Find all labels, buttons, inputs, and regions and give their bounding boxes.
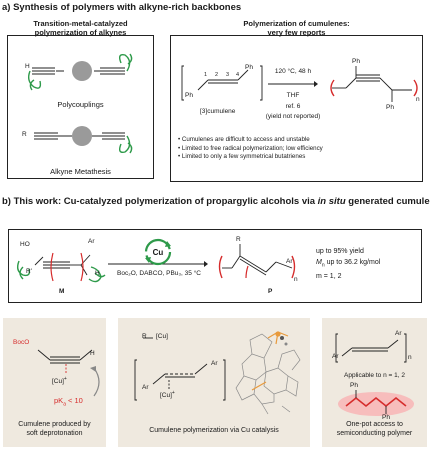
cumulene-box-title-1: Polymerization of cumulenes: xyxy=(243,19,350,28)
panel3-subscript-n: n xyxy=(408,354,412,361)
section-b-title: b) This work: Cu-catalyzed polymerizatio… xyxy=(2,196,430,207)
ph-right: Ph xyxy=(245,64,253,71)
this-work-box xyxy=(8,229,422,303)
cond-ref: ref. 6 xyxy=(285,103,301,110)
product-r: R xyxy=(236,236,241,243)
panel3-caption-2: semiconducting polymer xyxy=(336,430,413,437)
ph-left: Ph xyxy=(185,92,193,99)
panel1-caption-1: Cumulene produced by xyxy=(18,421,91,428)
cumulene-polymer-structure xyxy=(330,66,418,102)
monomer-ho: HO xyxy=(20,241,30,248)
limitation-2: • Limited to free radical polymerization… xyxy=(178,144,323,152)
polymer-ph-bottom: Ph xyxy=(386,104,394,111)
panel-soft-deprotonation xyxy=(3,318,106,447)
limitations-list: • Cumulenes are difficult to access and … xyxy=(178,136,323,162)
panel3-ar-left: Ar xyxy=(332,353,339,360)
locant-1: 1 xyxy=(204,72,208,78)
boco-label: BocO xyxy=(13,339,30,346)
conditions-b: Boc₂O, DABCO, PBu₃, 35 °C xyxy=(117,270,201,277)
cond-temp: 120 °C, 48 h xyxy=(274,68,312,75)
polymer-subscript-n: n xyxy=(416,96,420,103)
alkyne-metathesis-label: Alkyne Metathesis xyxy=(50,167,111,176)
panel1-cu: [Cu]+ xyxy=(52,376,67,386)
deprotonation-structure xyxy=(37,349,100,397)
panel3-caption-1: One-pot access to xyxy=(346,421,403,428)
locant-2: 2 xyxy=(215,72,219,78)
tm-box-title-2: polymerization of alkynes xyxy=(34,28,127,37)
results-summary: up to 95% yield Mn up to 36.2 kg/mol m =… xyxy=(316,246,380,282)
tm-box-title-1: Transition-metal-catalyzed xyxy=(7,19,154,28)
panel3-ph-bottom: Ph xyxy=(382,414,390,421)
cumulene-box xyxy=(170,35,423,182)
product-subscript-n: n xyxy=(294,276,298,283)
limitation-1: • Cumulenes are difficult to access and … xyxy=(178,136,310,143)
panel2-caption: Cumulene polymerization via Cu catalysis xyxy=(149,427,279,434)
panel2-cu-bottom: [Cu]+ xyxy=(160,390,175,400)
cu-catalyst-label: Cu xyxy=(152,248,164,257)
panel2-cu-top: [Cu] xyxy=(156,333,168,340)
panel1-caption-2: soft deprotonation xyxy=(26,430,83,437)
pka-value: pKa < 10 xyxy=(54,396,83,408)
product-ar: Ar xyxy=(286,258,293,265)
semiconducting-polymer-structure xyxy=(338,390,414,416)
polymer-ph-top: Ph xyxy=(352,58,360,65)
section-a-title: a) Synthesis of polymers with alkyne-ric… xyxy=(2,2,242,13)
panel1-h: H xyxy=(90,350,95,357)
monomer-h: H xyxy=(95,270,100,277)
applicable-label: Applicable to n = 1, 2 xyxy=(344,372,405,379)
panel2-ar-left: Ar xyxy=(142,384,149,391)
panel-applicability xyxy=(322,318,427,447)
monomer-r-prime: R' xyxy=(26,268,32,275)
result-m-values: m = 1, 2 xyxy=(316,273,342,281)
result-yield: up to 95% yield xyxy=(316,248,364,255)
propargyl-monomer-structure xyxy=(16,252,106,283)
polycoupling-structure xyxy=(27,53,133,91)
product-label-p: P xyxy=(268,288,273,295)
monomer-ar: Ar xyxy=(88,238,95,245)
locant-3: 3 xyxy=(226,72,230,78)
panel2-r: R xyxy=(142,333,147,340)
panel3-ph-top: Ph xyxy=(350,382,358,389)
crystal-structure-image xyxy=(235,331,301,415)
result-mn: Mn up to 36.2 kg/mol xyxy=(316,259,381,269)
cond-solvent: THF xyxy=(286,92,300,99)
cumulene-box-title-2: very few reports xyxy=(267,28,326,37)
panel-cu-catalysis xyxy=(118,318,310,447)
tm-catalyzed-box xyxy=(7,35,154,179)
metathesis-structure xyxy=(34,126,133,154)
panel2-ar-right: Ar xyxy=(211,360,218,367)
product-polymer-structure xyxy=(218,244,296,279)
limitation-3: • Limited to only a few symmetrical buta… xyxy=(178,153,306,161)
cumulene-monomer-label: [3]cumulene xyxy=(200,108,236,115)
panel3-ar-right: Ar xyxy=(395,330,402,337)
cumulene-monomer-structure xyxy=(181,65,263,101)
reaction-arrow-a xyxy=(268,81,318,87)
atom-r: R xyxy=(22,131,27,138)
locant-4: 4 xyxy=(236,72,240,78)
generic-polymer-structure xyxy=(335,333,407,363)
monomer-label-m: M xyxy=(59,288,65,295)
cu-catalyst-cycle-icon xyxy=(144,238,172,266)
polycouplings-label: Polycouplings xyxy=(57,100,104,109)
atom-h: H xyxy=(25,63,30,70)
cond-yield: (yield not reported) xyxy=(265,113,321,120)
cu-catalysis-structure xyxy=(134,337,226,401)
